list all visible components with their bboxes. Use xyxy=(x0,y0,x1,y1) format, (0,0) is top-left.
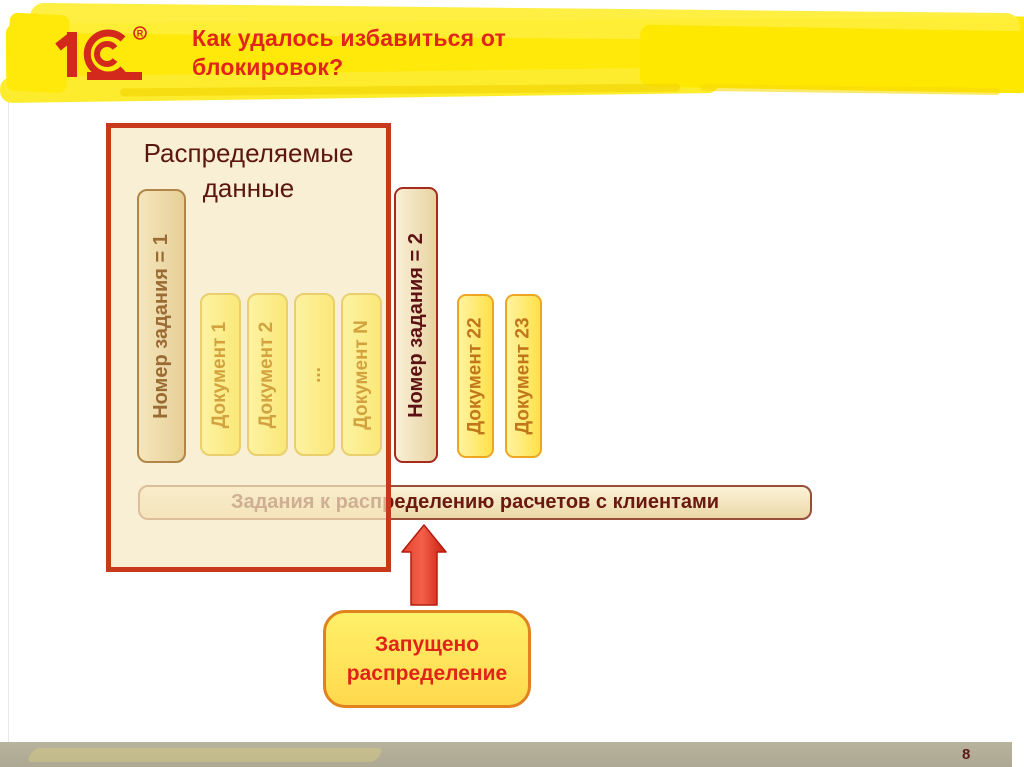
document-tab: Документ 22 xyxy=(457,294,494,458)
callout-box: Запущено распределение xyxy=(323,610,531,708)
document-tab: Документ 1 xyxy=(200,293,241,456)
document-tab-label: ... xyxy=(303,366,325,383)
footer-bar xyxy=(0,742,1012,767)
task2-tab: Номер задания = 2 xyxy=(394,187,438,463)
slide-title-line1: Как удалось избавиться от xyxy=(192,25,507,51)
document-tab-label: Документ N xyxy=(350,319,372,430)
task1-label: Номер задания = 1 xyxy=(150,233,173,419)
up-arrow-icon xyxy=(401,524,447,606)
document-tab-label: Документ 22 xyxy=(464,317,486,435)
document-tab: Документ N xyxy=(341,293,382,456)
svg-text:R: R xyxy=(137,29,144,39)
document-tab: Документ 23 xyxy=(505,294,542,458)
page-number: 8 xyxy=(962,746,971,763)
logo-1c-icon: R xyxy=(50,22,150,86)
document-tab-label: Документ 1 xyxy=(209,321,231,428)
slide-edge-line xyxy=(8,98,9,744)
document-tab: Документ 2 xyxy=(247,293,288,456)
box-title: Распределяемые данные xyxy=(111,136,386,206)
callout-label: Запущено распределение xyxy=(346,633,508,685)
task2-label: Номер задания = 2 xyxy=(404,232,427,418)
slide-title-line2: блокировок? xyxy=(192,54,344,80)
box-title-line1: Распределяемые xyxy=(143,138,354,168)
slide-title: Как удалось избавиться от блокировок? xyxy=(192,24,506,82)
document-tab-label: Документ 23 xyxy=(512,317,534,435)
highlighter-stroke xyxy=(639,24,1024,94)
document-tab-label: Документ 2 xyxy=(256,321,278,428)
footer-swoosh xyxy=(25,748,385,762)
document-tab-ellipsis: ... xyxy=(294,293,335,456)
box-title-line2: данные xyxy=(202,173,295,203)
task1-tab: Номер задания = 1 xyxy=(137,189,186,463)
